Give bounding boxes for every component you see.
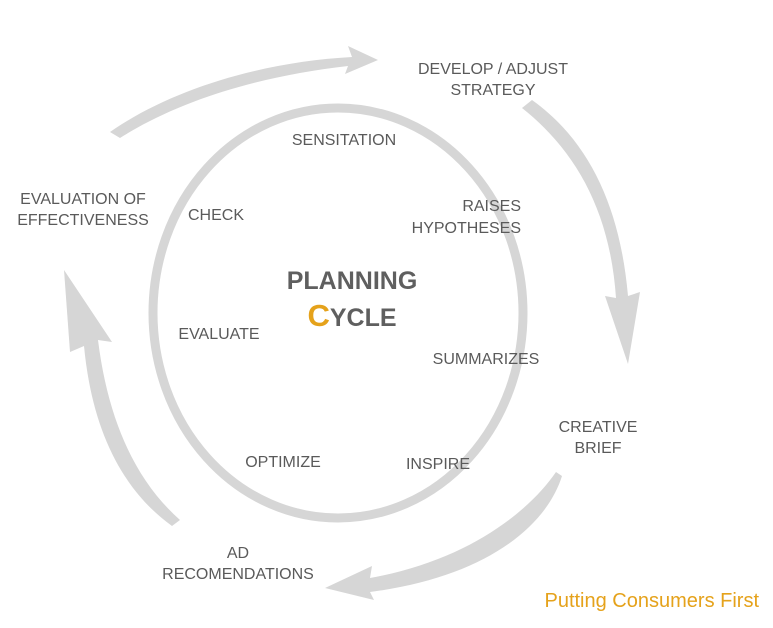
step-summarizes: SUMMARIZES [433,351,540,368]
center-title-initial: C [307,298,329,333]
step-optimize: OPTIMIZE [245,454,321,471]
tagline: Putting Consumers First [544,590,759,612]
step-evaluate: EVALUATE [178,326,259,343]
arrow-right [522,100,640,364]
cycle-ring [148,103,528,523]
center-title-rest: YCLE [330,304,397,332]
stage-creative-line2: BRIEF [574,440,621,457]
stage-evaluation-line2: EFFECTIVENESS [17,212,149,229]
step-inspire: INSPIRE [406,456,470,473]
arrow-left [64,270,180,526]
stage-ad-line2: RECOMENDATIONS [162,566,314,583]
arrow-bottom [325,472,562,600]
stage-evaluation-line1: EVALUATION OF [20,191,146,208]
step-raises-line2: HYPOTHESES [412,220,521,237]
step-sensitation: SENSITATION [292,132,396,149]
stage-creative-line1: CREATIVE [559,419,638,436]
stage-develop-line2: STRATEGY [450,82,535,99]
step-check: CHECK [188,207,244,224]
step-raises-line1: RAISES [462,198,521,215]
arrow-top [110,46,378,138]
stage-ad-line1: AD [227,545,249,562]
center-title-line1: PLANNING [287,267,418,295]
stage-develop-line1: DEVELOP / ADJUST [418,61,568,78]
center-title-line2: CYCLE [307,298,396,333]
